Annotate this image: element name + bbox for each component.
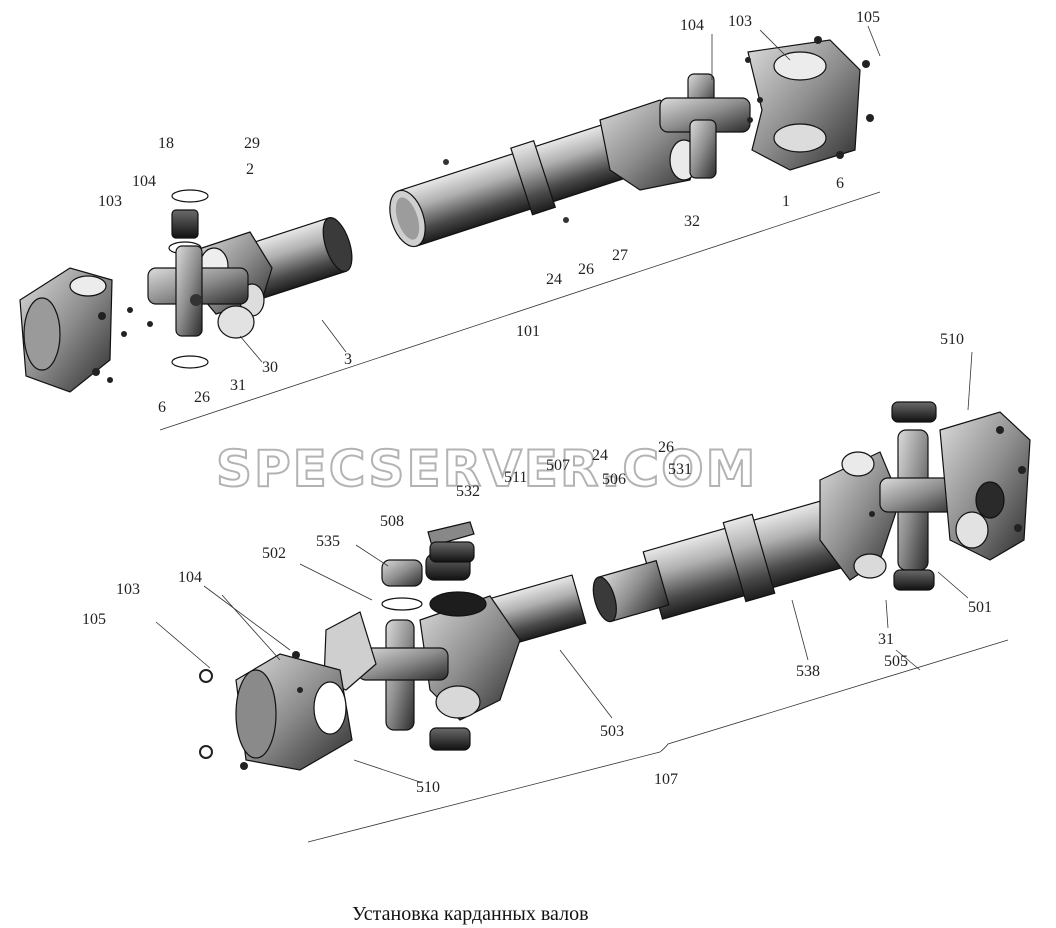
label-6-upper-right: 6 bbox=[836, 175, 844, 192]
label-510-lower: 510 bbox=[416, 779, 440, 796]
label-24-lower: 24 bbox=[592, 447, 608, 464]
label-18: 18 bbox=[158, 135, 174, 152]
label-507: 507 bbox=[546, 457, 570, 474]
watermark-text: SPECSERVER.COM bbox=[216, 440, 757, 498]
label-104-upper-left: 104 bbox=[132, 173, 156, 190]
leader-lines bbox=[155, 25, 973, 783]
label-32: 32 bbox=[684, 213, 700, 230]
label-27: 27 bbox=[612, 247, 628, 264]
label-29: 29 bbox=[244, 135, 260, 152]
label-510-right: 510 bbox=[940, 331, 964, 348]
label-103-upper-right: 103 bbox=[728, 13, 752, 30]
label-26-upper-left: 26 bbox=[194, 389, 210, 406]
lower-shaft-assembly bbox=[199, 401, 1031, 843]
label-31-lower: 31 bbox=[878, 631, 894, 648]
label-535: 535 bbox=[316, 533, 340, 550]
label-24-upper: 24 bbox=[546, 271, 562, 288]
label-26-upper: 26 bbox=[578, 261, 594, 278]
lower-right-cross-spider bbox=[879, 401, 961, 591]
upper-right-cross-spider bbox=[659, 73, 751, 179]
label-501: 501 bbox=[968, 599, 992, 616]
label-502: 502 bbox=[262, 545, 286, 562]
label-506: 506 bbox=[602, 471, 626, 488]
label-104-lower: 104 bbox=[178, 569, 202, 586]
callout-labels: 104 103 105 1 6 32 27 26 24 101 18 29 2 … bbox=[82, 9, 992, 796]
upper-retaining-ring-bottom bbox=[171, 355, 209, 369]
label-511: 511 bbox=[504, 469, 527, 486]
lower-left-cross-spider bbox=[357, 521, 475, 751]
upper-shaft-tube bbox=[397, 119, 636, 247]
lower-group-line-107 bbox=[307, 639, 1009, 843]
label-532: 532 bbox=[456, 483, 480, 500]
label-6-upper-left: 6 bbox=[158, 399, 166, 416]
label-503: 503 bbox=[600, 723, 624, 740]
label-31-upper: 31 bbox=[230, 377, 246, 394]
diagram-caption: Установка карданных валов bbox=[352, 903, 589, 925]
label-103-upper-left: 103 bbox=[98, 193, 122, 210]
upper-retaining-ring-top bbox=[171, 189, 209, 203]
label-105-upper-right: 105 bbox=[856, 9, 880, 26]
label-26-lower: 26 bbox=[658, 439, 674, 456]
label-508: 508 bbox=[380, 513, 404, 530]
label-104-upper-right: 104 bbox=[680, 17, 704, 34]
upper-group-line-101 bbox=[159, 191, 881, 431]
upper-shaft-assembly bbox=[19, 36, 881, 431]
label-107: 107 bbox=[654, 771, 678, 788]
label-101: 101 bbox=[516, 323, 540, 340]
label-2: 2 bbox=[246, 161, 254, 178]
label-531: 531 bbox=[668, 461, 692, 478]
label-3: 3 bbox=[344, 351, 352, 368]
upper-left-cross-spider bbox=[147, 209, 255, 339]
label-103-lower: 103 bbox=[116, 581, 140, 598]
label-538: 538 bbox=[796, 663, 820, 680]
label-505: 505 bbox=[884, 653, 908, 670]
label-30: 30 bbox=[262, 359, 278, 376]
label-1: 1 bbox=[782, 193, 790, 210]
label-105-lower: 105 bbox=[82, 611, 106, 628]
